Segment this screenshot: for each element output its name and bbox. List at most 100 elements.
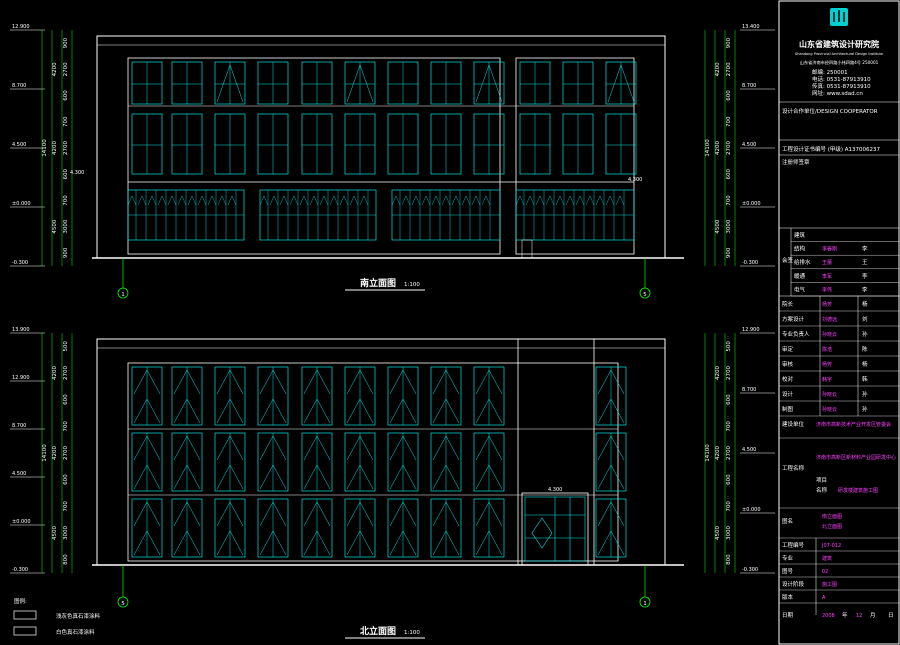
drawing-name-label: 图名 [782,517,793,525]
institute-address: 山东省济南市经四路小纬四路4号 250001 [800,59,879,66]
curtain-chevron [451,195,461,206]
curtain-chevron [319,195,329,206]
north-title: 北立面图 [360,625,396,637]
level-label: -0.300 [12,567,28,573]
curtain-chevron [259,195,269,206]
level-label: ±0.000 [12,201,31,207]
level-label: -0.300 [742,567,758,573]
staff-role: 审核 [782,360,794,368]
curtain-chevron [339,195,349,206]
staff-role: 制图 [782,405,794,413]
dim-inner-right: 2700 [726,141,732,155]
level-label: 4.500 [12,142,26,148]
legend: 图例: 浅灰色真石漆涂料 白色真石漆涂料 [13,597,101,636]
window-chevron [432,398,460,424]
countersign-role: 给排水 [794,258,811,266]
staff-signature: 孙 [862,390,868,398]
dim-inner: 700 [63,421,69,432]
curtain-chevron [605,195,615,206]
curtain-chevron [329,195,339,206]
item-label: 项目 [816,477,827,484]
curtain-chevron [227,195,237,206]
curtain-chevron [595,195,605,206]
window-chevron [432,501,460,527]
curtain-chevron [421,195,431,206]
window-chevron [597,501,625,527]
axis-label-left: 1 [121,292,125,298]
staff-role: 校对 [782,375,794,383]
window-chevron [216,435,244,461]
contact-line: 传真: 0531-87913910 [812,82,871,90]
curtain-chevron [157,195,167,206]
curtain-chevron [441,195,451,206]
dim-inner-right: 3000 [726,219,732,233]
staff-name: 杨芳 [822,361,832,368]
window-chevron [597,435,625,461]
window-chevron [346,64,374,103]
level-label: 4.500 [742,447,756,453]
dim-outer: 4200 [52,366,58,380]
staff-signature: 刘 [862,315,868,323]
dim-outer-right: 4200 [715,141,721,155]
curtain-chevron [349,195,359,206]
dim-inner-right: 700 [726,116,732,127]
dim-inner: 700 [63,195,69,206]
window-chevron [346,530,374,556]
window-chevron [346,464,374,490]
dim-inner-right: 700 [726,501,732,512]
window-chevron [303,435,331,461]
level-label: ±0.000 [742,201,761,207]
staff-signature: 孙 [862,330,868,338]
curtain-chevron [461,195,471,206]
dim-inner: 2700 [63,366,69,380]
window-chevron [475,64,503,103]
window-chevron [389,435,417,461]
dim-outer: 4200 [52,141,58,155]
window-chevron [475,369,503,395]
countersign-role: 电气 [794,285,806,293]
curtain-chevron [359,195,369,206]
window-chevron [303,530,331,556]
date-label: 日期 [782,612,794,619]
field-value: J07-012 [821,543,841,549]
legend-item-2: 白色真石漆涂料 [56,628,95,636]
window-chevron [173,464,201,490]
window-chevron [389,398,417,424]
window-chevron [173,530,201,556]
level-label: 8.700 [12,423,26,429]
window-chevron [389,501,417,527]
field-label: 版本 [782,593,794,601]
curtain-chevron [207,195,217,206]
window-chevron [259,464,287,490]
dim-outer: 4200 [52,446,58,460]
staff-signature: 杨 [862,360,868,368]
dim-inner-right: 700 [726,195,732,206]
institute-name-en: Shandong Provincial Architectural Design… [795,52,883,56]
staff-role: 设计 [782,390,794,398]
curtain-chevron [167,195,177,206]
curtain-chevron [177,195,187,206]
dim-inner: 600 [63,394,69,405]
window-chevron [173,398,201,424]
dim-inner: 3000 [63,219,69,233]
staff-name: 杨芳 [822,301,832,308]
dim-outer: 4500 [52,219,58,233]
staff-name: 陈浩 [822,346,832,353]
north-elevation: 13.90012.9008.7004.500±0.000-0.30012.900… [10,327,775,639]
countersign-signature: 李 [862,245,868,253]
window-chevron [432,369,460,395]
countersign-signature: 李 [862,285,868,293]
curtain-chevron [585,195,595,206]
item-name-label: 名称 [816,486,828,494]
dim-inner-right: 600 [726,168,732,179]
window-chevron [346,398,374,424]
countersign-role: 建筑 [794,231,806,239]
dim-total-right: 14100 [705,444,711,462]
dim-inner: 700 [63,116,69,127]
window-chevron [346,369,374,395]
dim-total-right: 14100 [705,139,711,157]
dim-inner: 2700 [63,446,69,460]
drawing-name: 北立面图 [822,523,842,530]
staff-signature: 韩 [862,375,868,383]
legend-item-1: 浅灰色真石漆涂料 [56,612,101,620]
